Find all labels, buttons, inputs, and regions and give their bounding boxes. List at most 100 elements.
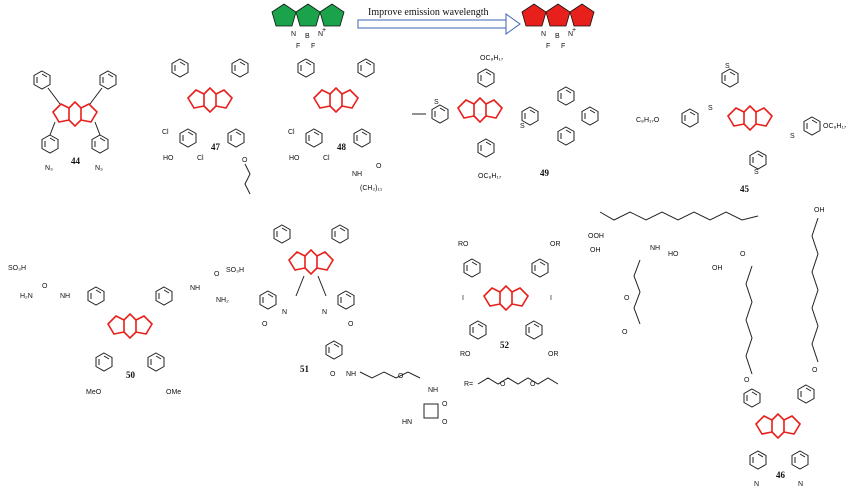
o-51e: O [442, 401, 448, 408]
o-52a: O [500, 381, 506, 388]
label-45: 45 [740, 184, 750, 194]
o-50a: O [42, 283, 48, 290]
oh-46b: HO [668, 251, 679, 258]
nh-46: NH [650, 245, 660, 252]
i-52b: I [550, 295, 552, 302]
o-48: O [376, 163, 382, 170]
red-core-f1: F [546, 43, 550, 50]
red-core-n2: N [568, 31, 573, 38]
red-core-icon: N B N F F + [521, 3, 595, 50]
compound-49: OC₈H₁₇ S S OC₈H₁₇ 49 [412, 55, 599, 180]
or-52b: OR [548, 351, 559, 358]
s-45-thio-top: S [725, 63, 730, 70]
green-core-n2: N [318, 31, 323, 38]
cl-48a: Cl [288, 129, 295, 136]
label-52: 52 [500, 340, 510, 350]
compound-52: RO OR I I RO OR 52 R= O O [458, 241, 561, 388]
header-scheme: N B N F F + Improve emission wavelength … [271, 3, 595, 50]
compound-47: Cl HO Cl O 47 [162, 58, 251, 195]
compound-51: N N O O O NH O NH O O HN 51 [259, 224, 448, 426]
nh-51b: NH [428, 387, 438, 394]
red-core-f2: F [561, 43, 565, 50]
green-core-b: B [305, 33, 310, 40]
ro-52b: RO [460, 351, 471, 358]
oh-46c: OH [712, 265, 723, 272]
i-52a: I [462, 295, 464, 302]
o-46d: O [744, 377, 750, 384]
nh-50a: NH [60, 293, 70, 300]
compound-46: OOH OH NH HO OH O O O OH O O N N 46 [588, 207, 825, 488]
oh-46a: OH [590, 247, 601, 254]
oc8-49b: OC₈H₁₇ [478, 173, 502, 180]
label-47: 47 [211, 142, 221, 152]
n3-left: N₃ [45, 165, 53, 172]
oc8-45: OC₈H₁₇ [823, 123, 847, 130]
nh-48: NH [352, 171, 362, 178]
oc8-49a: OC₈H₁₇ [480, 55, 504, 62]
compound-50: SO₃H H₂N O NH NH O SO₃H NH₂ MeO OMe 50 [8, 265, 244, 396]
s-49a: S [434, 99, 439, 106]
compound-48: Cl HO Cl O NH (CH₂)₁₁ 48 [288, 58, 383, 192]
red-core-plus: + [572, 27, 576, 34]
green-core-f2: F [311, 43, 315, 50]
green-core-icon: N B N F F + [271, 3, 345, 50]
ho-47: HO [163, 155, 174, 162]
o-51b: O [348, 321, 354, 328]
label-46: 46 [776, 470, 786, 480]
o-51d: O [398, 373, 404, 380]
cl-47b: Cl [197, 155, 204, 162]
o-46b: O [624, 295, 630, 302]
cooh-46a: OOH [588, 233, 604, 240]
ho-48: HO [289, 155, 300, 162]
c8o-45: C₈H₁₇O [636, 117, 660, 124]
o-47: O [242, 157, 248, 164]
nme3-a: N [282, 309, 287, 316]
nh-51a: NH [346, 371, 356, 378]
s-49b: S [520, 123, 525, 130]
so3h-50b: SO₃H [226, 267, 244, 274]
hn-51: HN [402, 419, 412, 426]
green-core-plus: + [322, 27, 326, 34]
compound-45: S C₈H₁₇O S S OC₈H₁₇ S 45 [636, 63, 847, 194]
meo-50: MeO [86, 389, 102, 396]
s-45a: S [708, 105, 713, 112]
label-48: 48 [337, 142, 347, 152]
so3h-50a: SO₃H [8, 265, 26, 272]
cl-48b: Cl [323, 155, 330, 162]
nme3-b: N [322, 309, 327, 316]
o-46a: O [740, 251, 746, 258]
label-49: 49 [540, 168, 550, 178]
ch2-48: (CH₂)₁₁ [360, 185, 383, 192]
s-45b: S [790, 133, 795, 140]
n3-right: N₃ [95, 165, 103, 172]
label-51: 51 [300, 364, 310, 374]
o-51c: O [330, 371, 336, 378]
label-44: 44 [71, 156, 81, 166]
arrow-label: Improve emission wavelength [368, 7, 489, 18]
red-core-n1: N [541, 31, 546, 38]
ro-52a: RO [458, 241, 469, 248]
red-core-b: B [555, 33, 560, 40]
cl-47a: Cl [162, 129, 169, 136]
o-46e: O [812, 367, 818, 374]
improve-arrow: Improve emission wavelength [357, 7, 521, 35]
s-45-thio-bottom: S [754, 169, 759, 176]
green-core-f1: F [296, 43, 300, 50]
o-52b: O [530, 381, 536, 388]
r-definition: R= [464, 381, 473, 388]
oh-46top: OH [814, 207, 825, 214]
o-51f: O [442, 419, 448, 426]
o-50b: O [214, 271, 220, 278]
nh2-50: NH₂ [216, 297, 229, 304]
h2n-50: H₂N [20, 293, 33, 300]
o-51a: O [262, 321, 268, 328]
o-46c: O [622, 329, 628, 336]
or-52a: OR [550, 241, 561, 248]
label-50: 50 [126, 370, 136, 380]
green-core-n1: N [291, 31, 296, 38]
nme2-a: N [754, 481, 759, 488]
ome-50: OMe [166, 389, 181, 396]
compound-44: N₃ N₃ 44 [33, 70, 117, 172]
